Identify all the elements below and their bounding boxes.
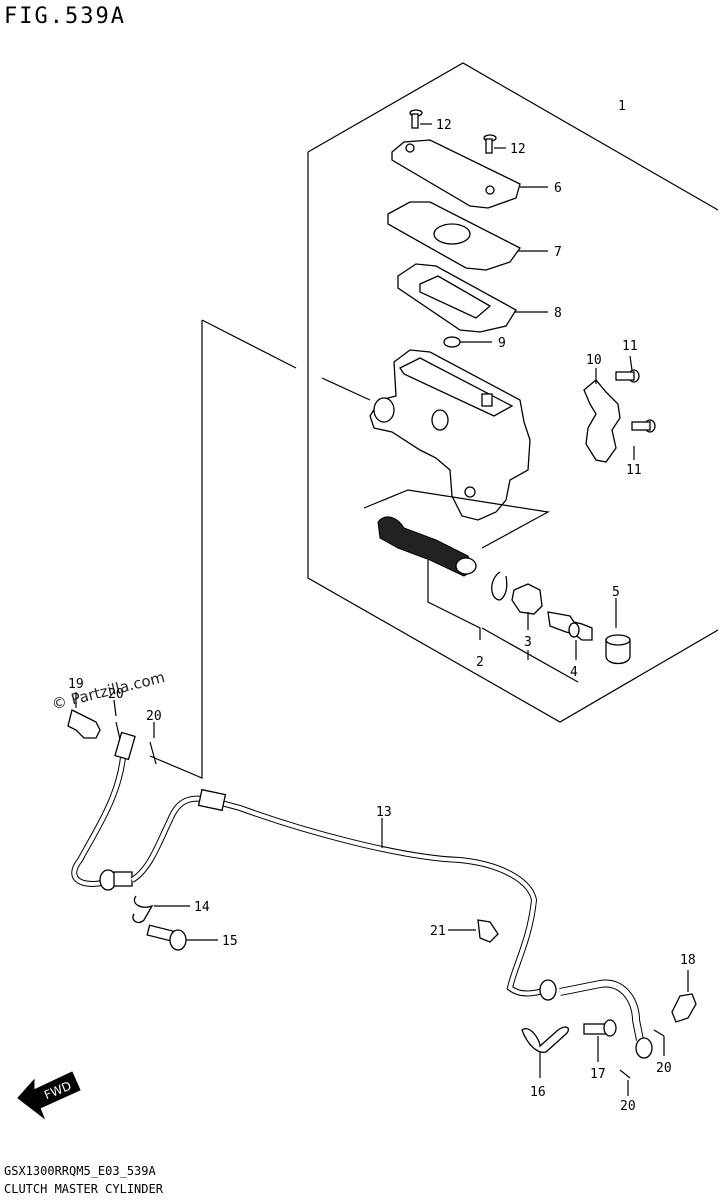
screw-12-a bbox=[409, 109, 423, 129]
bolt-15 bbox=[146, 924, 187, 951]
assembly-outline-left bbox=[307, 152, 719, 723]
leader-upper bbox=[201, 319, 297, 369]
handlebar-clamp bbox=[583, 379, 621, 463]
washer-20-d bbox=[619, 1069, 631, 1079]
master-cylinder-body bbox=[369, 349, 531, 521]
push-rod bbox=[547, 611, 593, 641]
dust-cap bbox=[605, 634, 631, 665]
fwd-arrow-icon: FWD bbox=[17, 1071, 81, 1120]
callout-19: 19 bbox=[68, 677, 84, 692]
callout-17: 17 bbox=[590, 1067, 606, 1082]
hose-clip-14 bbox=[132, 895, 154, 924]
callout-1: 1 bbox=[618, 99, 626, 114]
callout-3: 3 bbox=[524, 635, 532, 650]
bolt-11-a bbox=[615, 369, 640, 383]
banjo-bolt-19 bbox=[67, 709, 101, 739]
callout-2: 2 bbox=[476, 655, 484, 670]
piston-cup bbox=[511, 583, 543, 615]
assembly-outline bbox=[307, 62, 719, 211]
model-code: GSX1300RRQM5_E03_539A bbox=[4, 1164, 156, 1178]
leader-vertical bbox=[149, 320, 203, 779]
callout-20-c: 20 bbox=[656, 1061, 672, 1076]
callout-5: 5 bbox=[612, 585, 620, 600]
grommet-21 bbox=[477, 919, 499, 943]
callout-20-d: 20 bbox=[620, 1099, 636, 1114]
bracket-dashed bbox=[363, 489, 550, 549]
diagram-caption: CLUTCH MASTER CYLINDER bbox=[4, 1182, 163, 1196]
circlip bbox=[491, 571, 508, 601]
callout-15: 15 bbox=[222, 934, 238, 949]
callout-18: 18 bbox=[680, 953, 696, 968]
figure-title: FIG.539A bbox=[4, 4, 126, 29]
callout-11-b: 11 bbox=[626, 463, 642, 478]
callout-13: 13 bbox=[376, 805, 392, 820]
callout-4: 4 bbox=[570, 665, 578, 680]
bolt-17 bbox=[583, 1019, 617, 1037]
callout-6: 6 bbox=[554, 181, 562, 196]
o-ring bbox=[443, 336, 461, 348]
piston-boot bbox=[377, 516, 477, 577]
bracket-2 bbox=[427, 560, 481, 640]
callout-21: 21 bbox=[430, 924, 446, 939]
callout-14: 14 bbox=[194, 900, 210, 915]
banjo-bolt-18 bbox=[671, 993, 697, 1023]
callout-20-a: 20 bbox=[146, 709, 162, 724]
callout-9: 9 bbox=[498, 336, 506, 351]
washer-20-c bbox=[653, 1029, 665, 1037]
clutch-hose-13 bbox=[71, 731, 653, 1059]
washer-20-b bbox=[149, 741, 157, 765]
callout-11-a: 11 bbox=[622, 339, 638, 354]
callout-12-a: 12 bbox=[436, 118, 452, 133]
leader-lower bbox=[321, 377, 371, 401]
bolt-11-b bbox=[631, 419, 656, 433]
callout-16: 16 bbox=[530, 1085, 546, 1100]
callout-8: 8 bbox=[554, 306, 562, 321]
callout-20-b: 20 bbox=[108, 687, 124, 702]
hose-clip-16 bbox=[521, 1026, 570, 1053]
callout-7: 7 bbox=[554, 245, 562, 260]
callout-10: 10 bbox=[586, 353, 602, 368]
screw-12-b bbox=[483, 134, 497, 154]
callout-12-b: 12 bbox=[510, 142, 526, 157]
